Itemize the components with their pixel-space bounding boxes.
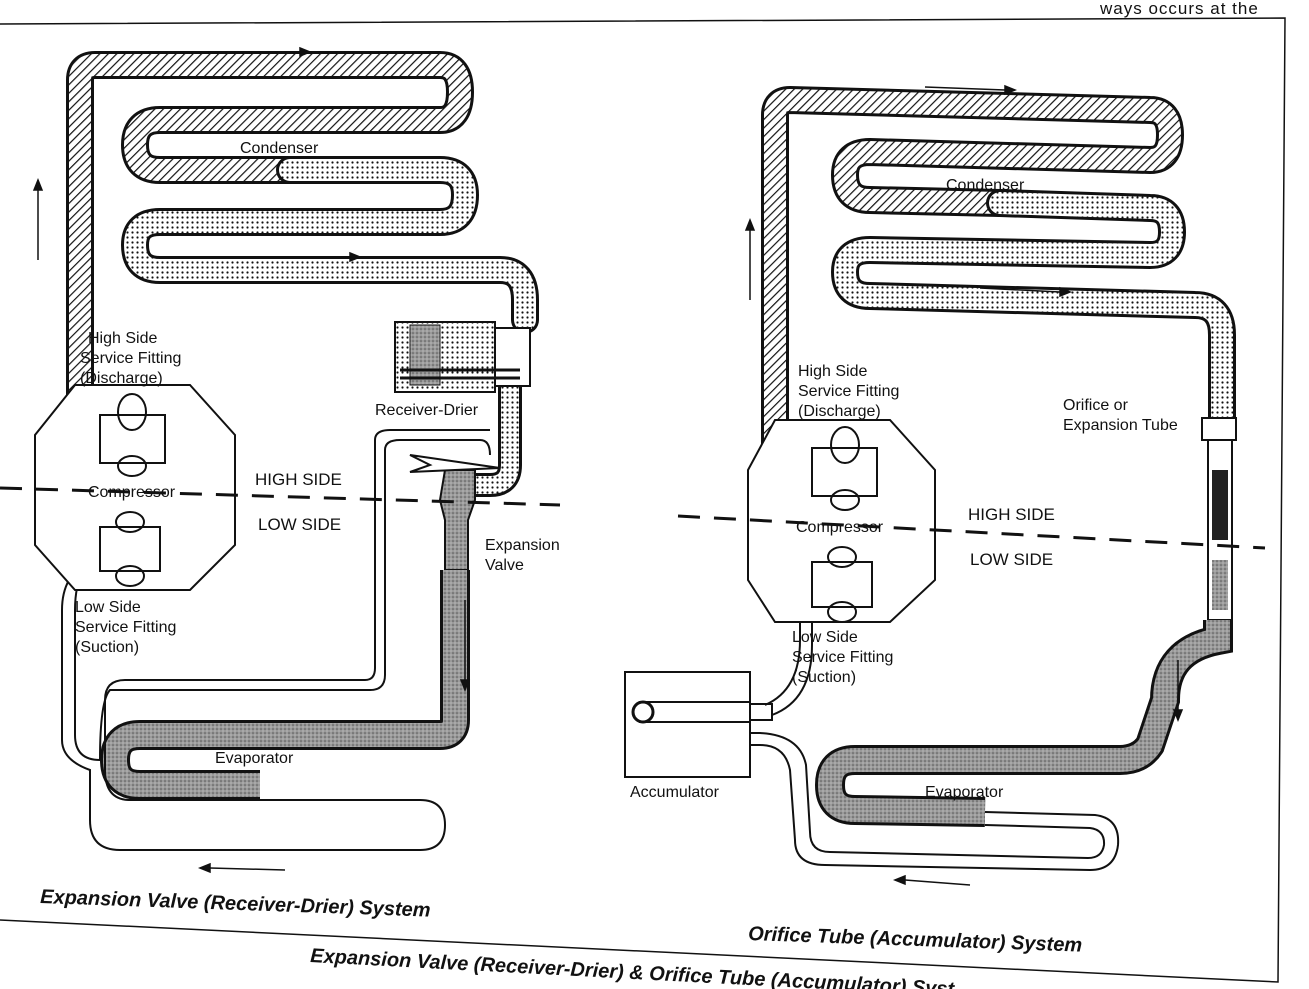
left-condenser-label: Condenser: [240, 140, 319, 157]
orifice-tube-fitting: [1202, 418, 1236, 440]
right-system: Condenser High Side Service Fitting (Dis…: [625, 86, 1265, 957]
accumulator-body[interactable]: [625, 672, 750, 777]
right-evaporator-label: Evaporator: [925, 784, 1004, 801]
right-system-caption: Orifice Tube (Accumulator) System: [748, 923, 1083, 957]
expansion-valve-body: [440, 470, 475, 570]
left-low-fitting-label: Low Side Service Fitting (Suction): [75, 599, 181, 656]
right-high-fitting-box: [812, 448, 877, 496]
left-receiver-drier-label: Receiver-Drier: [375, 402, 479, 419]
header-fragment: ways occurs at the: [1099, 0, 1259, 18]
accumulator-label: Accumulator: [630, 784, 720, 801]
left-low-side-label: LOW SIDE: [258, 515, 341, 534]
left-low-fitting-box: [100, 527, 160, 571]
left-expansion-valve-label: Expansion Valve: [485, 537, 564, 574]
left-evaporator-label: Evaporator: [215, 750, 294, 767]
right-compressor-label: Compressor: [796, 519, 884, 536]
right-condenser-label: Condenser: [946, 177, 1025, 194]
left-compressor-label: Compressor: [88, 484, 176, 501]
right-orifice-tube-label: Orifice or Expansion Tube: [1063, 397, 1178, 434]
left-system-caption: Expansion Valve (Receiver-Drier) System: [40, 886, 431, 922]
left-high-side-label: HIGH SIDE: [255, 470, 342, 489]
right-low-fitting-box: [812, 562, 872, 607]
left-system: Condenser High Side Service Fitting (Dis…: [0, 48, 564, 922]
left-high-fitting-label: High Side Service Fitting (Discharge): [80, 330, 186, 387]
right-high-fitting-label: High Side Service Fitting (Discharge): [798, 363, 904, 420]
figure-caption: Expansion Valve (Receiver-Drier) & Orifi…: [310, 945, 956, 989]
right-low-side-label: LOW SIDE: [970, 550, 1053, 569]
right-low-fitting-label: Low Side Service Fitting (Suction): [792, 629, 898, 686]
right-high-side-label: HIGH SIDE: [968, 505, 1055, 524]
